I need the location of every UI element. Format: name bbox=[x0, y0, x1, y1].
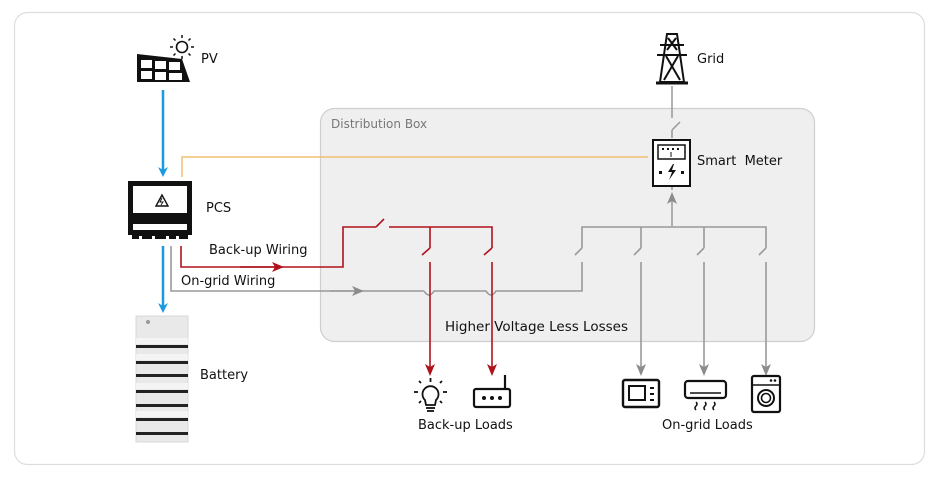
light-bulb-icon bbox=[414, 378, 447, 412]
caption-label: Higher Voltage Less Losses bbox=[445, 319, 629, 335]
backup-wiring-label: Back-up Wiring bbox=[209, 243, 308, 258]
battery-stack-icon bbox=[135, 315, 189, 443]
pcs-label: PCS bbox=[206, 201, 232, 216]
solar-panel-icon bbox=[137, 35, 194, 82]
ongrid-wire-hops bbox=[423, 262, 583, 296]
ongrid-wiring-label: On-grid Wiring bbox=[181, 274, 276, 289]
backup-breaker-1 bbox=[421, 247, 431, 256]
air-conditioner-icon bbox=[683, 379, 728, 411]
backup-wiring-line bbox=[180, 226, 376, 268]
smart-meter-label: Smart Meter bbox=[697, 154, 783, 169]
microwave-icon bbox=[621, 378, 661, 409]
transmission-tower-icon bbox=[656, 33, 688, 85]
backup-loads-label: Back-up Loads bbox=[418, 418, 513, 433]
smart-meter-icon bbox=[652, 139, 691, 187]
backup-main-switch bbox=[375, 218, 385, 228]
battery-label: Battery bbox=[200, 368, 249, 383]
grid-switch bbox=[671, 121, 681, 131]
grid-label: Grid bbox=[697, 52, 725, 67]
distribution-box bbox=[319, 107, 816, 343]
ongrid-breakers bbox=[574, 247, 767, 256]
pv-label: PV bbox=[201, 52, 218, 67]
backup-breaker-2 bbox=[483, 247, 493, 256]
ongrid-busbar bbox=[581, 226, 767, 248]
router-icon bbox=[472, 375, 512, 409]
inverter-icon bbox=[128, 181, 192, 239]
ongrid-loads-label: On-grid Loads bbox=[662, 418, 753, 433]
distribution-box-label: Distribution Box bbox=[331, 117, 428, 131]
backup-busbar bbox=[389, 226, 493, 248]
washing-machine-icon bbox=[750, 374, 782, 414]
comm-line bbox=[181, 156, 648, 177]
